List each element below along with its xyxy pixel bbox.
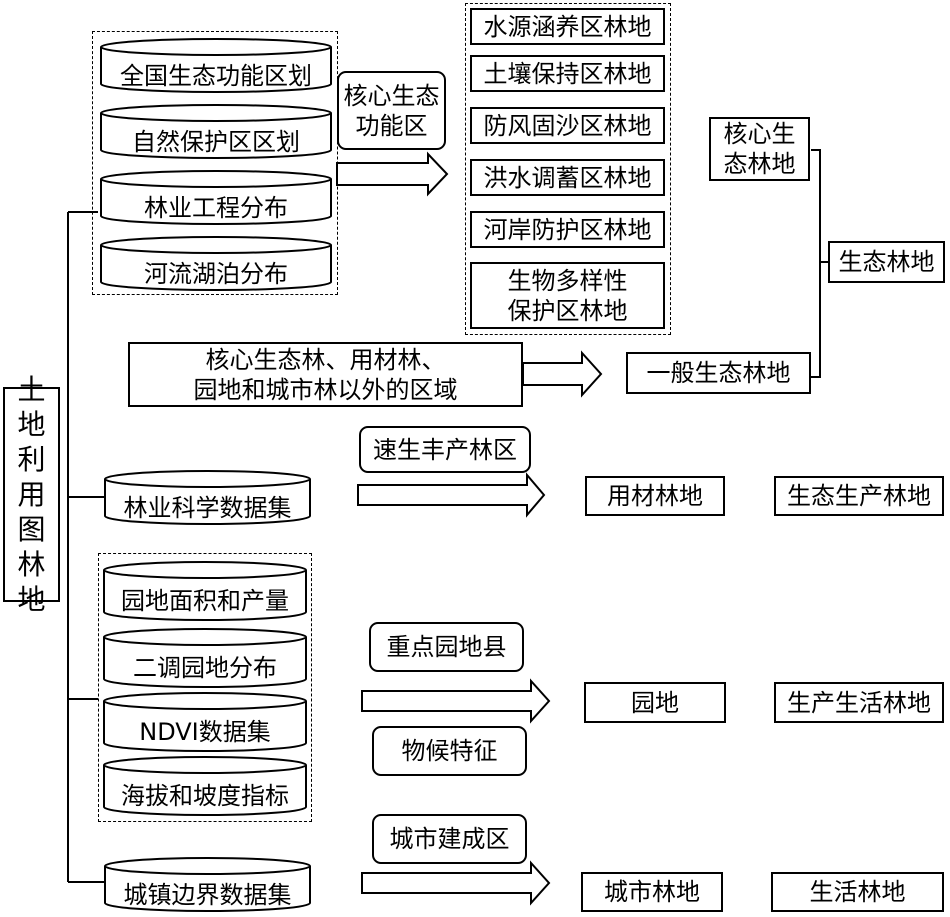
dataset-cylinder: 城镇边界数据集 (104, 857, 311, 912)
dataset-label: 海拔和坡度指标 (121, 782, 289, 810)
core-function-box: 土壤保持区林地 (470, 55, 665, 92)
result-timber-forest: 用材林地 (585, 476, 725, 516)
dataset-label: 河流湖泊分布 (144, 260, 288, 288)
dataset-label: 二调园地分布 (133, 654, 277, 682)
result-core-eco-forest: 核心生 态林地 (709, 117, 810, 181)
arrow-urban (361, 860, 551, 906)
category-production-living: 生产生活林地 (774, 682, 944, 723)
dataset-label: 自然保护区区划 (132, 128, 300, 156)
arrow-core-function (336, 151, 449, 197)
dataset-cylinder: 河流湖泊分布 (100, 236, 332, 291)
core-function-box: 洪水调蓄区林地 (470, 159, 665, 196)
core-functions-group (465, 3, 671, 335)
dataset-label: 园地面积和产量 (121, 587, 289, 615)
result-urban-forest: 城市林地 (581, 872, 723, 912)
dataset-label: 林业工程分布 (144, 194, 288, 222)
arrow-garden (361, 678, 551, 724)
condition-core-function: 核心生态 功能区 (337, 71, 446, 150)
category-living: 生活林地 (771, 872, 944, 912)
dataset-label: NDVI数据集 (139, 718, 271, 746)
dataset-cylinder: 林业科学数据集 (104, 470, 311, 525)
root-land-use-forest: 土 地 利 用 图 林 地 (3, 373, 60, 616)
category-eco-forest: 生态林地 (828, 241, 945, 283)
arrow-timber (357, 472, 546, 518)
result-general-eco-forest: 一般生态林地 (626, 352, 811, 394)
condition-phenology: 物候特征 (372, 726, 527, 776)
category-eco-production: 生态生产林地 (774, 476, 944, 516)
dataset-cylinder: 全国生态功能区划 (100, 38, 332, 93)
result-garden: 园地 (584, 682, 726, 723)
bracket-eco-forest (811, 149, 821, 378)
dataset-cylinder: 海拔和坡度指标 (103, 756, 307, 816)
core-function-box: 水源涵养区林地 (470, 8, 665, 45)
dataset-cylinder: NDVI数据集 (103, 692, 307, 752)
core-function-box: 生物多样性 保护区林地 (470, 262, 665, 329)
dataset-label: 林业科学数据集 (123, 494, 292, 522)
dataset-cylinder: 二调园地分布 (103, 628, 307, 688)
dataset-label: 全国生态功能区划 (120, 62, 312, 90)
arrow-general-eco (522, 350, 603, 398)
condition-outside-region: 核心生态林、用材林、 园地和城市林以外的区域 (128, 342, 523, 407)
core-function-box: 河岸防护区林地 (470, 211, 665, 248)
dataset-cylinder: 自然保护区区划 (100, 104, 332, 159)
condition-key-garden-county: 重点园地县 (369, 622, 524, 672)
dataset-cylinder: 林业工程分布 (100, 170, 332, 225)
core-function-box: 防风固沙区林地 (470, 107, 665, 144)
condition-built-up: 城市建成区 (372, 814, 527, 864)
ecology-sources-group (92, 31, 338, 295)
dataset-label: 城镇边界数据集 (123, 881, 292, 909)
dataset-cylinder: 园地面积和产量 (103, 561, 307, 621)
condition-fast-growing: 速生丰产林区 (359, 426, 531, 473)
garden-sources-group (98, 553, 312, 822)
